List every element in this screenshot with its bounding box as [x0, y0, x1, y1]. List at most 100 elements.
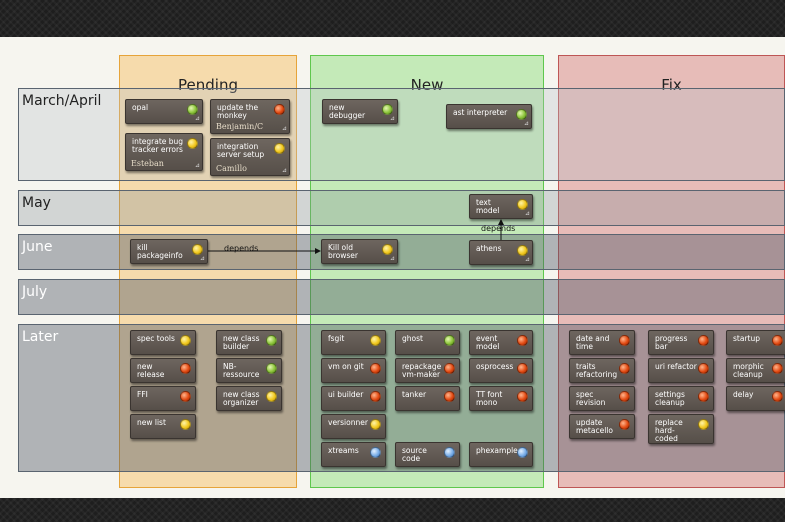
task-card[interactable]: update metacello	[569, 414, 635, 439]
status-dot-icon	[772, 391, 783, 402]
task-card[interactable]: source code	[395, 442, 460, 467]
card-title: spec revision	[576, 390, 606, 407]
card-title: xtreams	[328, 446, 359, 455]
resize-handle-icon[interactable]: ⊿	[524, 256, 530, 263]
connector-label: depends	[224, 244, 259, 253]
task-card[interactable]: new release	[130, 358, 196, 383]
card-title: source code	[402, 446, 427, 463]
card-title: ui builder	[328, 390, 364, 399]
resize-handle-icon[interactable]: ⊿	[194, 115, 200, 122]
card-title: phexample	[476, 446, 518, 455]
task-card[interactable]: FFI	[130, 386, 196, 411]
task-card[interactable]: integration server setup Camillo ⊿	[210, 138, 290, 176]
card-title: kill packageinfo	[137, 243, 183, 260]
card-title: spec tools	[137, 334, 175, 343]
status-dot-icon	[274, 104, 285, 115]
task-card[interactable]: spec tools	[130, 330, 196, 355]
task-card[interactable]: replace hard-coded	[648, 414, 714, 444]
status-dot-icon	[382, 244, 393, 255]
task-card[interactable]: integrate bug tracker errors Esteban ⊿	[125, 133, 203, 171]
dependency-connectors	[208, 219, 504, 254]
task-card[interactable]: date and time	[569, 330, 635, 355]
task-card[interactable]: startup	[726, 330, 785, 355]
status-dot-icon	[619, 391, 630, 402]
card-title: opal	[132, 103, 149, 112]
card-title: repackage vm-maker	[402, 362, 442, 379]
task-card[interactable]: text model ⊿	[469, 194, 533, 219]
row-label-may: May	[22, 195, 51, 211]
row-label-later: Later	[22, 329, 59, 345]
card-title: vm on git	[328, 362, 364, 371]
resize-handle-icon[interactable]: ⊿	[281, 167, 287, 174]
task-card[interactable]: opal ⊿	[125, 99, 203, 124]
task-card[interactable]: delay	[726, 386, 785, 411]
resize-handle-icon[interactable]: ⊿	[389, 115, 395, 122]
task-card[interactable]: new class builder	[216, 330, 282, 355]
resize-handle-icon[interactable]: ⊿	[194, 162, 200, 169]
status-dot-icon	[266, 335, 277, 346]
task-card[interactable]: settings cleanup	[648, 386, 714, 411]
card-title: ast interpreter	[453, 108, 508, 117]
task-card[interactable]: event model	[469, 330, 533, 355]
task-card[interactable]: new list	[130, 414, 196, 439]
task-card[interactable]: new debugger ⊿	[322, 99, 398, 124]
status-dot-icon	[187, 138, 198, 149]
task-card[interactable]: Kill old browser ⊿	[321, 239, 398, 264]
card-title: startup	[733, 334, 760, 343]
task-card[interactable]: update the monkey Benjamin/C ⊿	[210, 99, 290, 134]
status-dot-icon	[517, 335, 528, 346]
card-title: new class organizer	[223, 390, 260, 407]
task-card[interactable]: traits refactoring	[569, 358, 635, 383]
task-card[interactable]: tanker	[395, 386, 460, 411]
resize-handle-icon[interactable]: ⊿	[389, 255, 395, 262]
task-card[interactable]: ui builder	[321, 386, 386, 411]
task-card[interactable]: NB-ressource	[216, 358, 282, 383]
status-dot-icon	[698, 335, 709, 346]
status-dot-icon	[192, 244, 203, 255]
resize-handle-icon[interactable]: ⊿	[523, 120, 529, 127]
status-dot-icon	[180, 363, 191, 374]
resize-handle-icon[interactable]: ⊿	[199, 255, 205, 262]
resize-handle-icon[interactable]: ⊿	[281, 125, 287, 132]
card-title: FFI	[137, 390, 148, 399]
task-card[interactable]: kill packageinfo ⊿	[130, 239, 208, 264]
task-card[interactable]: xtreams	[321, 442, 386, 467]
task-card[interactable]: athens ⊿	[469, 240, 533, 265]
card-title: new list	[137, 418, 166, 427]
card-owner: Esteban	[131, 159, 164, 168]
status-dot-icon	[266, 391, 277, 402]
card-title: new debugger	[329, 103, 366, 120]
task-card[interactable]: ast interpreter ⊿	[446, 104, 532, 129]
task-card[interactable]: repackage vm-maker	[395, 358, 460, 383]
status-dot-icon	[370, 363, 381, 374]
card-title: traits refactoring	[576, 362, 618, 379]
task-card[interactable]: vm on git	[321, 358, 386, 383]
card-title: delay	[733, 390, 754, 399]
column-header: Fix	[661, 76, 682, 94]
task-card[interactable]: TT font mono	[469, 386, 533, 411]
card-title: athens	[476, 244, 502, 253]
card-title: integration server setup	[217, 142, 265, 159]
status-dot-icon	[698, 363, 709, 374]
status-dot-icon	[180, 419, 191, 430]
task-card[interactable]: osprocess	[469, 358, 533, 383]
card-title: new class builder	[223, 334, 260, 351]
task-card[interactable]: morphic cleanup	[726, 358, 785, 383]
task-card[interactable]: progress bar	[648, 330, 714, 355]
task-card[interactable]: versionner	[321, 414, 386, 439]
status-dot-icon	[370, 391, 381, 402]
resize-handle-icon[interactable]: ⊿	[524, 210, 530, 217]
status-dot-icon	[772, 363, 783, 374]
task-card[interactable]: ghost	[395, 330, 460, 355]
status-dot-icon	[187, 104, 198, 115]
task-card[interactable]: uri refactor	[648, 358, 714, 383]
status-dot-icon	[517, 391, 528, 402]
task-card[interactable]: phexample	[469, 442, 533, 467]
task-card[interactable]: spec revision	[569, 386, 635, 411]
task-card[interactable]: fsgit	[321, 330, 386, 355]
row-band-july	[18, 279, 785, 315]
task-card[interactable]: new class organizer	[216, 386, 282, 411]
card-title: date and time	[576, 334, 610, 351]
row-band-may	[18, 190, 785, 226]
column-header: New	[410, 76, 444, 94]
